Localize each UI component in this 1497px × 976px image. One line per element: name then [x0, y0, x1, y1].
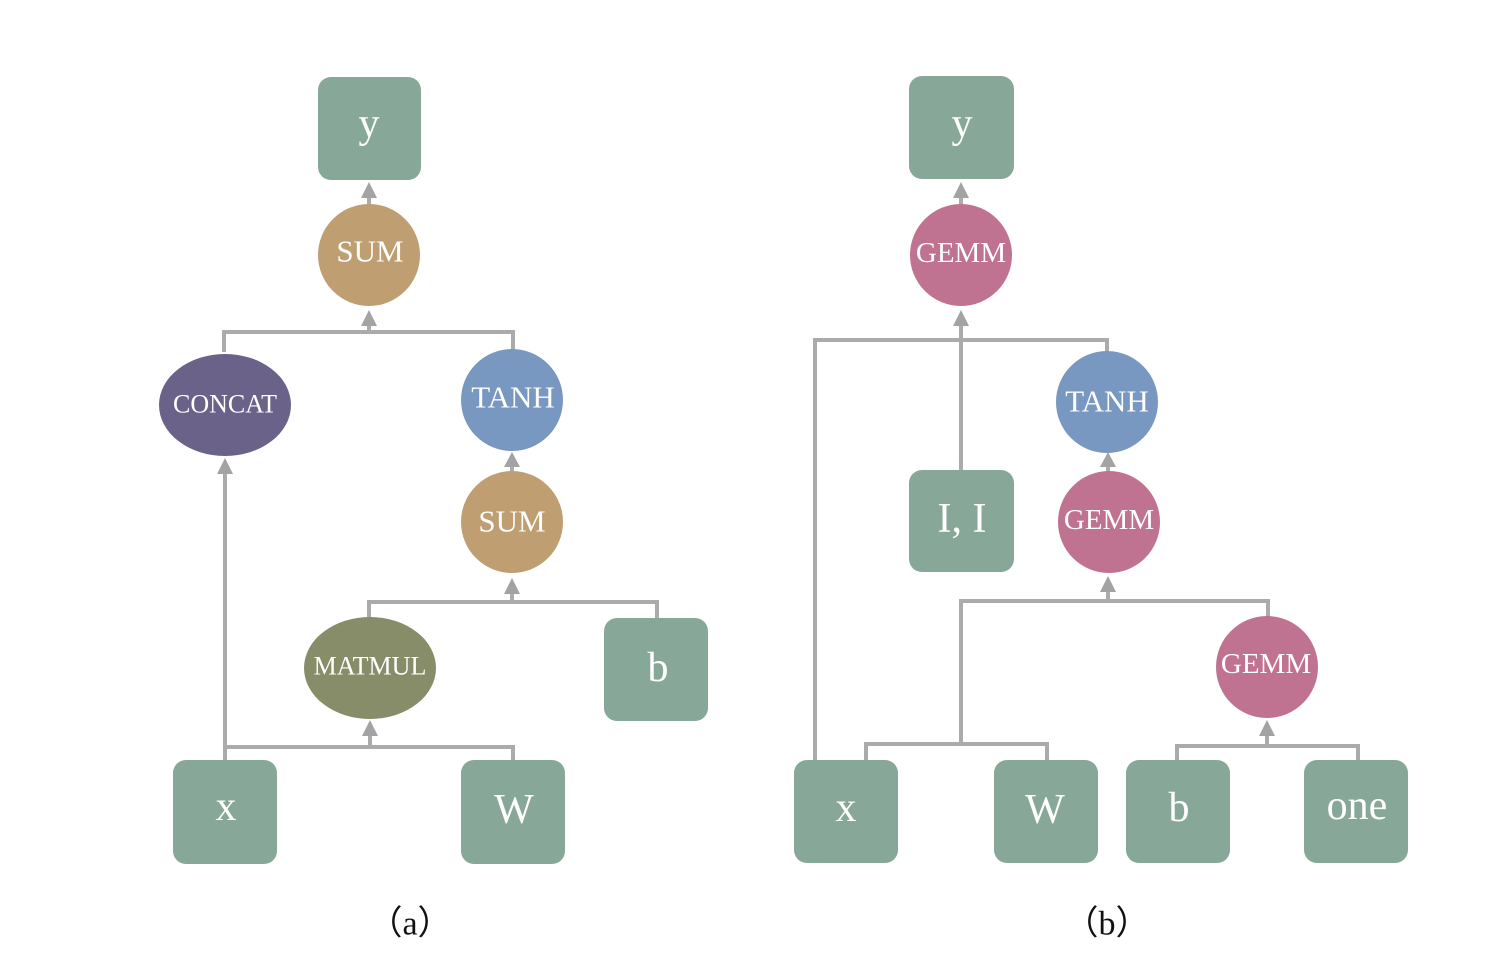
node-a-y: y [318, 77, 421, 180]
node-b-gemm-mid: GEMM [1058, 471, 1160, 573]
caption-a: （a） [368, 905, 451, 943]
node-b-w-label: W [1025, 787, 1065, 833]
diagram-a-edges [222, 198, 659, 760]
arrow-a-sum-mid [504, 578, 520, 594]
node-b-one-label: one [1327, 783, 1388, 829]
node-a-sum-top: SUM [318, 204, 420, 306]
node-a-sum-mid: SUM [461, 471, 563, 573]
node-a-w: W [461, 760, 565, 864]
arrow-a-sum-top [361, 310, 377, 326]
node-a-concat-ellipse [159, 354, 291, 456]
edge-b-b-one-to-gemm-bottom [1175, 735, 1360, 760]
node-b-x-box [794, 760, 898, 863]
node-a-sum-mid-circle [461, 471, 563, 573]
arrow-b-y [953, 182, 969, 198]
arrow-b-gemm-bottom [1259, 720, 1275, 736]
edge-a-x-w-to-matmul [225, 735, 515, 760]
node-b-y-box [909, 76, 1014, 179]
node-a-matmul-label: MATMUL [314, 652, 427, 681]
node-a-y-box [318, 77, 421, 180]
node-b-one: one [1304, 760, 1408, 863]
node-b-y: y [909, 76, 1014, 179]
node-b-w: W [994, 760, 1098, 863]
node-b-y-label: y [952, 101, 973, 147]
node-a-w-box [461, 760, 565, 864]
node-a-sum-mid-label: SUM [478, 504, 545, 539]
node-a-x-label: x [216, 784, 237, 830]
node-a-sum-top-circle [318, 204, 420, 306]
node-a-concat: CONCAT [159, 354, 291, 456]
edge-b-x-w-gemm-to-gemm-mid [864, 592, 1270, 760]
node-a-b-label: b [648, 645, 669, 691]
node-b-gemm-mid-circle [1058, 471, 1160, 573]
arrow-a-tanh [504, 452, 520, 467]
arrow-a-matmul [362, 720, 378, 736]
diagram-a-arrows [217, 182, 520, 736]
node-b-w-box [994, 760, 1098, 863]
arrow-b-tanh [1100, 452, 1116, 467]
node-b-b: b [1126, 760, 1230, 863]
diagram-a: y SUM CONCAT TANH SUM MATMUL b x [159, 77, 708, 943]
node-b-gemm-bottom-circle [1216, 616, 1318, 718]
node-b-gemm-top-label: GEMM [916, 237, 1006, 269]
node-b-x-label: x [836, 785, 857, 831]
node-b-tanh-circle [1056, 351, 1158, 453]
arrow-b-gemm-top [953, 310, 969, 326]
node-b-x: x [794, 760, 898, 863]
node-b-gemm-mid-label: GEMM [1064, 504, 1154, 536]
node-b-tanh-label: TANH [1065, 384, 1149, 419]
node-a-y-label: y [359, 101, 380, 147]
node-b-b-label: b [1169, 785, 1190, 831]
node-a-tanh-label: TANH [471, 380, 555, 415]
node-b-gemm-top-circle [910, 204, 1012, 306]
arrow-a-y [361, 182, 377, 198]
node-b-ii-box [909, 470, 1014, 572]
diagram-b-arrows [953, 182, 1275, 736]
arrow-b-gemm-mid [1100, 576, 1116, 592]
node-b-gemm-bottom: GEMM [1216, 616, 1318, 718]
node-a-w-label: W [494, 787, 534, 833]
node-a-x-box [173, 760, 277, 864]
node-b-b-box [1126, 760, 1230, 863]
node-a-tanh: TANH [461, 349, 563, 451]
edge-a-concat-tanh-to-sum [222, 325, 515, 352]
diagram-b-edges [813, 197, 1360, 760]
arrow-a-concat [217, 458, 233, 474]
node-a-tanh-circle [461, 349, 563, 451]
node-b-one-box [1304, 760, 1408, 863]
node-a-x: x [173, 760, 277, 864]
node-a-sum-top-label: SUM [336, 234, 403, 269]
node-a-matmul-ellipse [304, 617, 436, 719]
edge-a-matmul-b-to-sum [367, 592, 659, 618]
node-b-ii: I, I [909, 470, 1014, 572]
node-a-matmul: MATMUL [304, 617, 436, 719]
node-a-concat-label: CONCAT [173, 390, 277, 419]
node-b-gemm-bottom-label: GEMM [1221, 648, 1311, 680]
node-a-b-box [604, 618, 708, 721]
diagram-b: y GEMM I, I TANH GEMM GEMM x W [794, 76, 1408, 943]
caption-b: （b） [1065, 905, 1150, 943]
node-b-gemm-top: GEMM [910, 204, 1012, 306]
node-b-tanh: TANH [1056, 351, 1158, 453]
node-b-ii-label: I, I [938, 496, 987, 542]
node-a-b: b [604, 618, 708, 721]
